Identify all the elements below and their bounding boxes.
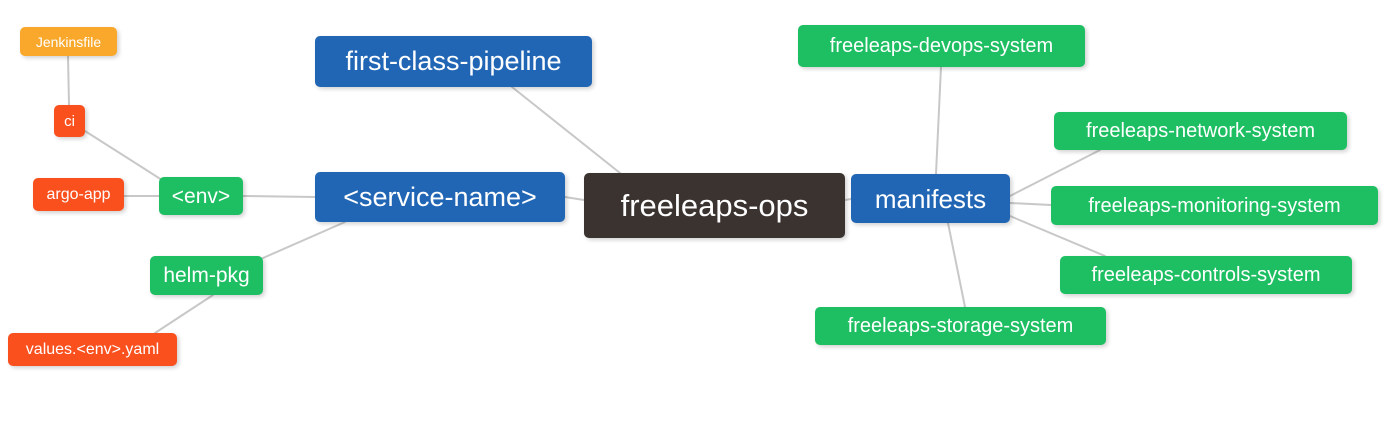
node-jenkinsfile[interactable]: Jenkinsfile xyxy=(20,27,117,56)
edge-manifests-to-monitoring xyxy=(1009,202,1052,206)
node-pipeline[interactable]: first-class-pipeline xyxy=(315,36,592,87)
node-controls[interactable]: freeleaps-controls-system xyxy=(1060,256,1352,294)
node-argo-app[interactable]: argo-app xyxy=(33,178,124,211)
node-manifests[interactable]: manifests xyxy=(851,174,1010,223)
edge-values-yaml-to-helm-pkg xyxy=(154,294,214,334)
node-monitoring[interactable]: freeleaps-monitoring-system xyxy=(1051,186,1378,225)
edge-service-name-to-root xyxy=(564,196,585,201)
node-devops[interactable]: freeleaps-devops-system xyxy=(798,25,1085,67)
node-network[interactable]: freeleaps-network-system xyxy=(1054,112,1347,150)
edge-pipeline-to-root xyxy=(511,86,621,174)
node-helm-pkg[interactable]: helm-pkg xyxy=(150,256,263,295)
edge-jenkinsfile-to-ci xyxy=(67,55,70,106)
node-service-name[interactable]: <service-name> xyxy=(315,172,565,222)
edge-env-to-service-name xyxy=(242,195,316,198)
edge-ci-to-env xyxy=(84,130,163,181)
edge-helm-pkg-to-service-name xyxy=(262,221,346,259)
edge-manifests-to-devops xyxy=(935,66,942,175)
node-root[interactable]: freeleaps-ops xyxy=(584,173,845,238)
node-storage[interactable]: freeleaps-storage-system xyxy=(815,307,1106,345)
node-values-yaml[interactable]: values.<env>.yaml xyxy=(8,333,177,366)
node-ci[interactable]: ci xyxy=(54,105,85,137)
edge-manifests-to-storage xyxy=(947,222,966,308)
node-env[interactable]: <env> xyxy=(159,177,243,215)
